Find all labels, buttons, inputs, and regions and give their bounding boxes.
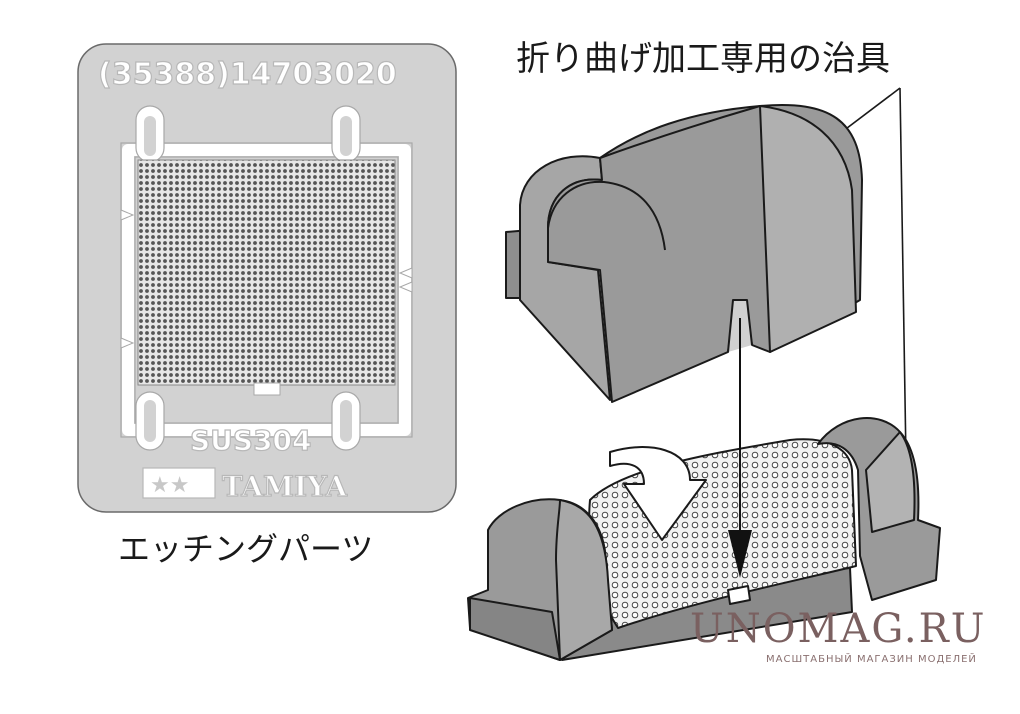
jig-cover xyxy=(505,104,863,403)
insertion-arrow xyxy=(728,318,752,578)
brand-label: TAMIYA xyxy=(222,470,348,503)
mesh-tab xyxy=(253,382,281,396)
side-notches xyxy=(120,209,413,349)
etched-fret: (35388)14703020 SUS304 ★★ TAMIYA xyxy=(77,43,457,513)
watermark-tagline: МАСШТАБНЫЙ МАГАЗИН МОДЕЛЕЙ xyxy=(766,652,977,665)
part-number: (35388)14703020 xyxy=(98,57,397,92)
etching-parts-label: エッチングパーツ xyxy=(118,530,373,568)
mesh-grid xyxy=(137,159,396,386)
mesh-frame xyxy=(122,144,411,436)
svg-text:★★: ★★ xyxy=(150,473,189,498)
tamiya-star-logo: ★★ xyxy=(142,467,216,499)
material-label: SUS304 xyxy=(190,424,312,457)
bending-jig-label: 折り曲げ加工専用の治具 xyxy=(516,39,890,79)
watermark-site: UNOMAG.RU xyxy=(690,606,986,652)
bend-direction-arrow xyxy=(609,446,707,541)
